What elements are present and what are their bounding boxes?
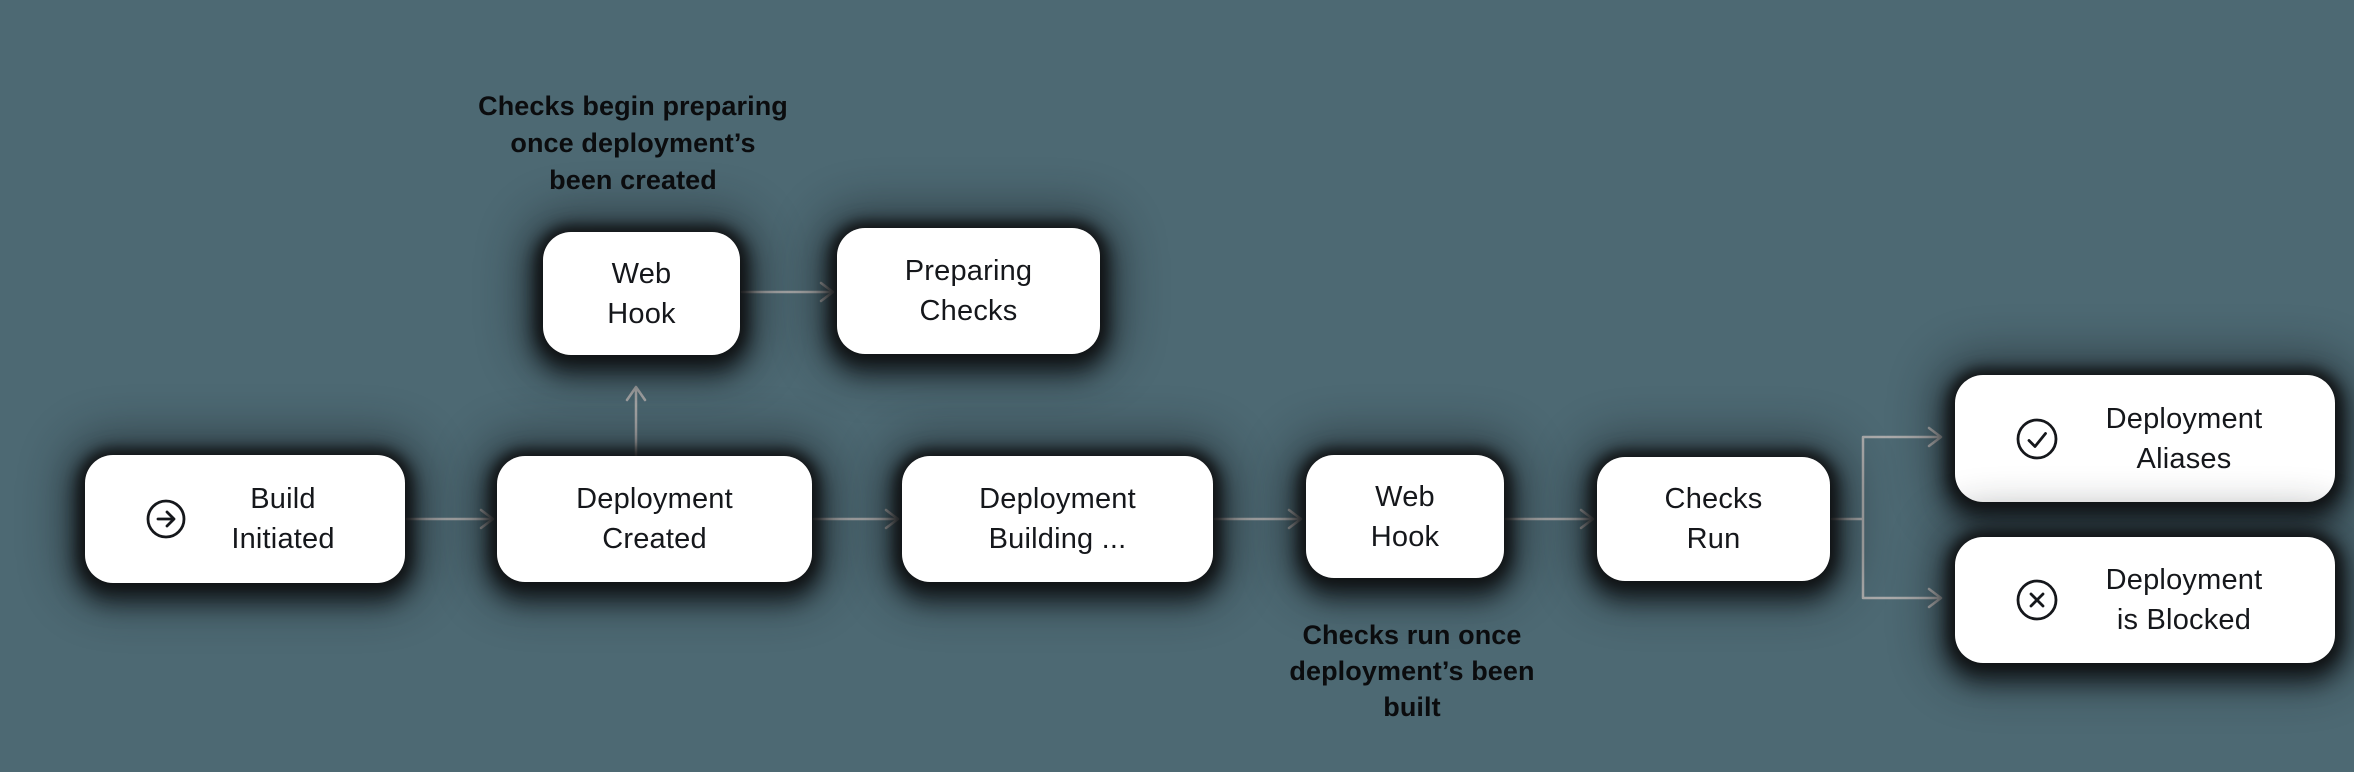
arrow-building-to-webhook [1213, 508, 1303, 530]
node-deployment-building: Deployment Building ... [902, 456, 1213, 582]
annotation-line: been created [549, 165, 717, 195]
annotation-checks-begin-preparing: Checks begin preparing once deployment’s… [383, 88, 883, 199]
arrow-webhook-to-checksrun [1504, 508, 1595, 530]
node-web-hook-top: Web Hook [543, 232, 740, 355]
node-label-line: Initiated [231, 523, 335, 555]
node-label-line: Preparing [904, 255, 1033, 287]
arrow-created-to-building [812, 508, 900, 530]
node-label-line: Deployment [979, 483, 1136, 515]
annotation-line: Checks begin preparing [478, 91, 788, 121]
node-build-initiated: Build Initiated [85, 455, 405, 583]
x-circle-icon [2015, 578, 2059, 622]
node-label-line: Run [1686, 523, 1741, 555]
arrow-right-circle-icon [145, 498, 187, 540]
node-web-hook: Web Hook [1306, 455, 1504, 578]
node-label-line: Created [602, 523, 707, 555]
node-label-line: Hook [1370, 520, 1440, 553]
node-deployment-aliases: Deployment Aliases [1955, 375, 2335, 502]
node-checks-run: Checks Run [1597, 457, 1830, 581]
annotation-checks-run-once: Checks run once deployment’s been built [1212, 617, 1612, 725]
node-label-line: Checks [919, 295, 1018, 327]
node-label-line: Deployment [2105, 402, 2263, 435]
arrow-checksrun-branch [1830, 426, 1943, 609]
annotation-line: deployment’s been [1289, 656, 1535, 686]
node-label-line: Deployment [2105, 564, 2263, 596]
node-label-line: is Blocked [2116, 604, 2252, 636]
annotation-line: Checks run once [1302, 620, 1522, 650]
node-deployment-created: Deployment Created [497, 456, 812, 582]
arrow-build-to-created [405, 508, 495, 530]
annotation-line: built [1383, 692, 1441, 722]
node-label-line: Building ... [988, 523, 1127, 555]
arrow-webhook-top-to-preparing [740, 281, 835, 303]
node-label-line: Web [1375, 480, 1435, 513]
node-label-line: Deployment [576, 483, 733, 515]
node-label-line: Web [611, 257, 672, 290]
annotation-line: once deployment’s [510, 128, 756, 158]
node-deployment-is-blocked: Deployment is Blocked [1955, 537, 2335, 663]
check-circle-icon [2015, 417, 2059, 461]
node-label-line: Aliases [2136, 442, 2232, 475]
arrow-created-to-webhook-top [625, 385, 647, 459]
node-preparing-checks: Preparing Checks [837, 228, 1100, 354]
node-label-line: Checks [1664, 483, 1763, 515]
node-label-line: Hook [607, 297, 676, 330]
node-label-line: Build [250, 483, 316, 515]
